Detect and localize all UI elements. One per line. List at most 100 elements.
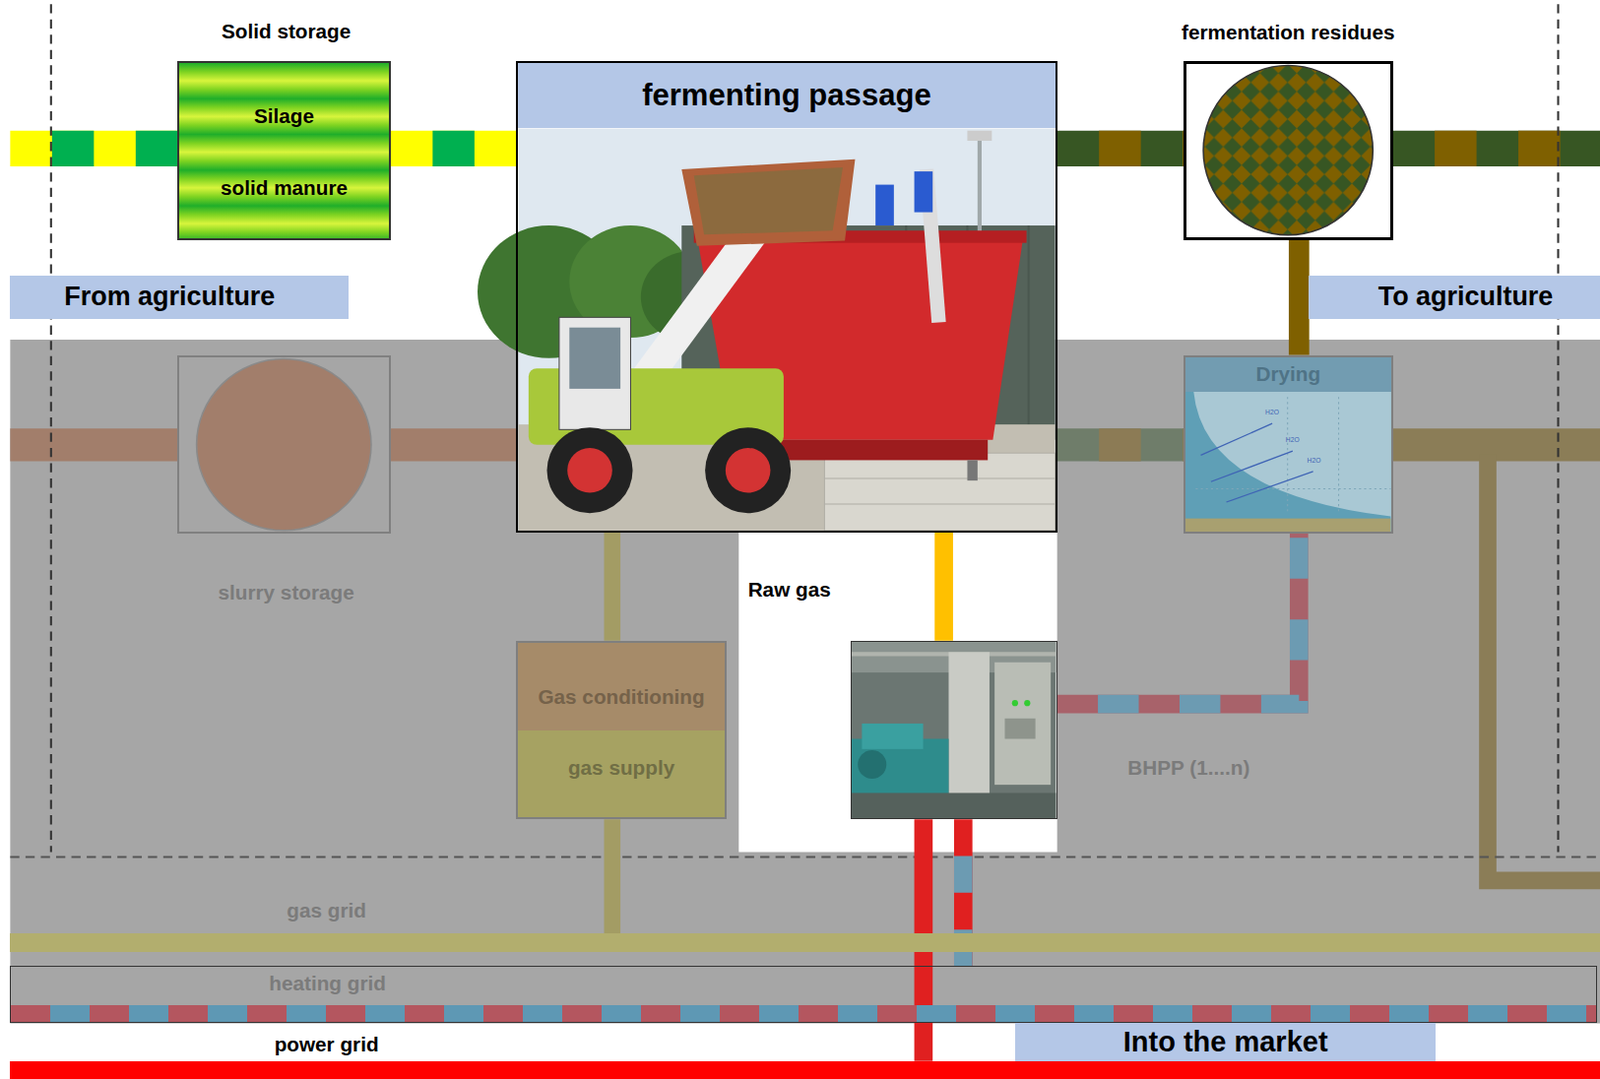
node-title: From agriculture (64, 282, 275, 313)
pipe-segment (1057, 533, 1300, 704)
node-title: Solid storage (221, 20, 351, 44)
boundary-lines (9, 3, 1600, 857)
rect-shape (569, 327, 621, 389)
rect-shape (914, 171, 934, 212)
line-shape (1211, 450, 1293, 482)
free-label-holder: H2O (1285, 434, 1313, 446)
free-label: H2O (1265, 408, 1280, 416)
market-banner: Into the market (1015, 1023, 1436, 1061)
line-shape (824, 478, 1055, 480)
line-shape (1201, 423, 1274, 455)
pipe-connector (390, 444, 517, 446)
node-title-holder: fermentation residues (1115, 18, 1462, 48)
node-title: BHPP (1....n) (1127, 757, 1250, 780)
rect-shape (1185, 517, 1391, 531)
node-title: slurry storage (218, 581, 355, 605)
node-text: solid manure (220, 177, 348, 200)
rect-shape (517, 128, 1055, 531)
pipe-connector (1057, 533, 1300, 704)
rect-shape (949, 651, 990, 795)
svg-shape (179, 357, 389, 532)
node-title-holder: slurry storage (148, 578, 424, 608)
free-label-holder: H2O (1265, 407, 1292, 419)
rect-shape (875, 185, 895, 226)
pipe-connector (1057, 444, 1185, 446)
node-title: fermentation residues (1181, 21, 1395, 45)
pipe-connector (943, 532, 945, 641)
pipe-segment (1057, 130, 1185, 167)
rect-shape (851, 641, 1056, 819)
slurry-box: slurry storage (177, 355, 391, 534)
node-title: power grid (274, 1033, 380, 1057)
node-title-holder: heating grid (215, 967, 441, 999)
node-text: gas supply (568, 757, 675, 780)
circle-shape (725, 448, 771, 494)
svg-shape (1185, 391, 1391, 532)
heating-grid-band: heating grid (9, 965, 1598, 1024)
path-shape (9, 130, 178, 167)
pipe-segment (1288, 240, 1310, 356)
pipe-segment (604, 532, 622, 641)
fermenter-photo (477, 128, 1056, 531)
div-shape (10, 1005, 1597, 1024)
free-label: Raw gas (748, 578, 832, 602)
path-shape (1393, 130, 1600, 167)
polygon-shape (681, 159, 855, 247)
circle-shape (546, 427, 633, 513)
rect-shape (994, 662, 1051, 785)
circle-shape (567, 448, 613, 494)
path-shape (1393, 130, 1600, 167)
pipe-segment (1057, 428, 1185, 461)
rect-shape (966, 130, 992, 141)
circle-shape (1012, 700, 1019, 706)
node-title-holder: Solid storage (148, 17, 424, 47)
line-shape (1286, 396, 1288, 514)
line-shape (1027, 225, 1030, 435)
gas-conditioning-box: Gas conditioning gas supply (515, 640, 726, 820)
circle-shape (704, 427, 791, 513)
circle-shape (1203, 65, 1373, 236)
node-title-holder: From agriculture (64, 275, 349, 320)
node-title: To agriculture (1378, 282, 1554, 313)
node-title-holder: power grid (214, 1030, 440, 1060)
storage-box: Solid storageSilagesolid manure (177, 61, 391, 240)
free-label-holder: H2O (1307, 454, 1335, 466)
node-title-holder: gas grid (224, 896, 429, 926)
pipe-segment (934, 532, 954, 641)
node-text: Silage (254, 105, 315, 128)
rect-shape (559, 317, 632, 430)
path-shape (1487, 453, 1600, 881)
polygon-shape (694, 167, 843, 235)
source-banner: From agriculture (9, 275, 349, 320)
node-title-holder: Gas conditioning (517, 679, 724, 716)
node-text-holder: solid manure (179, 170, 388, 206)
line-shape (1226, 471, 1314, 503)
drying-box: Drying (1183, 355, 1393, 534)
pipe-segment (1057, 428, 1185, 461)
circle-shape (858, 750, 888, 779)
pipe-segment (390, 130, 517, 167)
pipe-connector (1057, 147, 1185, 149)
rect-shape (517, 424, 1055, 531)
rect-shape (824, 452, 1055, 531)
svg-shape (1186, 64, 1390, 237)
path-shape (9, 130, 178, 167)
pipe-connector (611, 819, 613, 934)
node-text-holder: gas supply (517, 750, 724, 787)
pipe-segment (390, 130, 517, 167)
node-text-holder: Silage (179, 98, 388, 134)
power-grid-line: power grid (9, 1061, 1600, 1079)
line-shape (9, 856, 1600, 859)
pipe-segment (604, 819, 622, 934)
line-shape (1196, 488, 1392, 490)
node-title: Into the market (1123, 1026, 1329, 1059)
node-title: heating grid (268, 972, 386, 996)
line-shape (1338, 396, 1340, 514)
free-label: H2O (1285, 436, 1300, 444)
residue-box: fermentation residues (1183, 61, 1393, 240)
rect-shape (1005, 718, 1036, 740)
pipe-segment (390, 428, 517, 461)
node-title: Gas conditioning (537, 686, 704, 709)
rect-shape (851, 792, 1056, 819)
